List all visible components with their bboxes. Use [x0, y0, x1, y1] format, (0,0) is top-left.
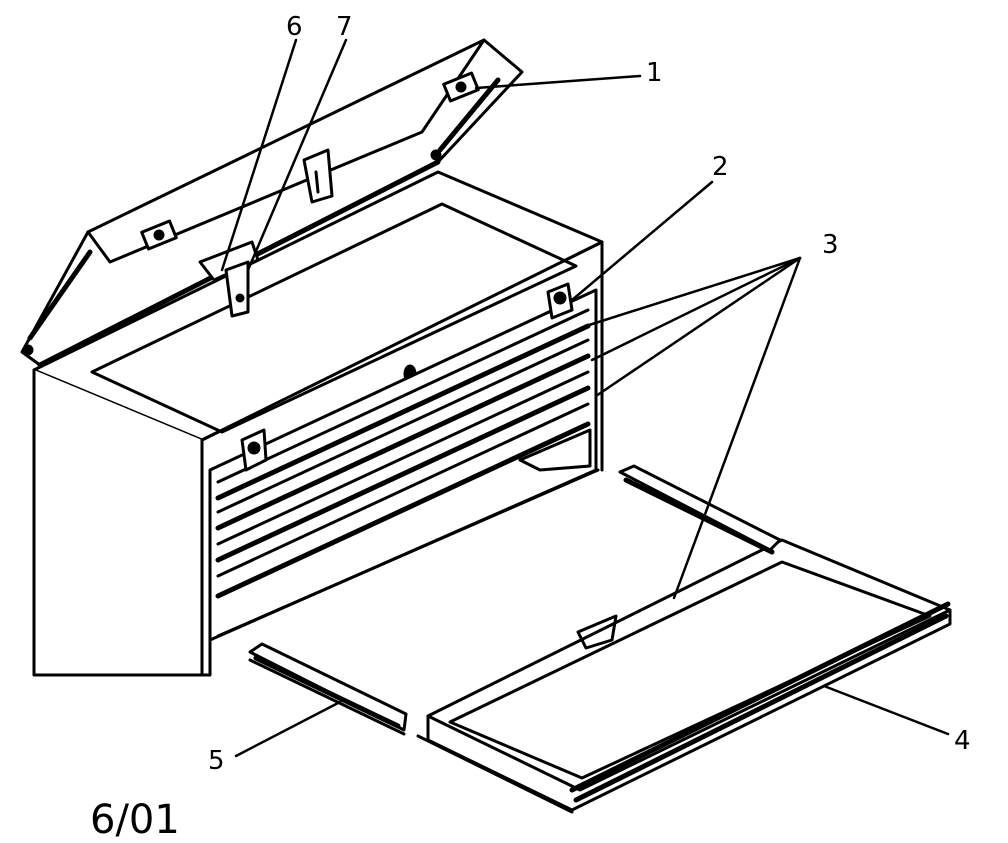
drawer-latch-right	[546, 282, 574, 320]
drawer-slide-rail-right	[618, 464, 782, 555]
lid-hinge-bracket-left	[140, 219, 178, 251]
callout-7: 7	[336, 12, 353, 42]
callout-2: 2	[712, 152, 729, 182]
chest-body	[32, 170, 604, 677]
callout-3: 3	[822, 230, 839, 260]
drawer-slide-rail-left	[248, 642, 408, 736]
lid-lock-hasp	[198, 240, 260, 318]
callout-4: 4	[954, 726, 971, 756]
removed-drawer	[416, 538, 952, 814]
callout-1: 1	[646, 58, 663, 88]
callout-5: 5	[208, 746, 225, 776]
drawer-latch-left	[240, 428, 268, 472]
drawer-opening	[208, 288, 600, 642]
callout-6: 6	[286, 12, 303, 42]
leader-lines	[220, 38, 950, 758]
date-stamp: 6/01	[90, 797, 180, 843]
lid-latch-keeper	[302, 148, 334, 204]
lid-hinge-bracket-right	[442, 71, 480, 103]
